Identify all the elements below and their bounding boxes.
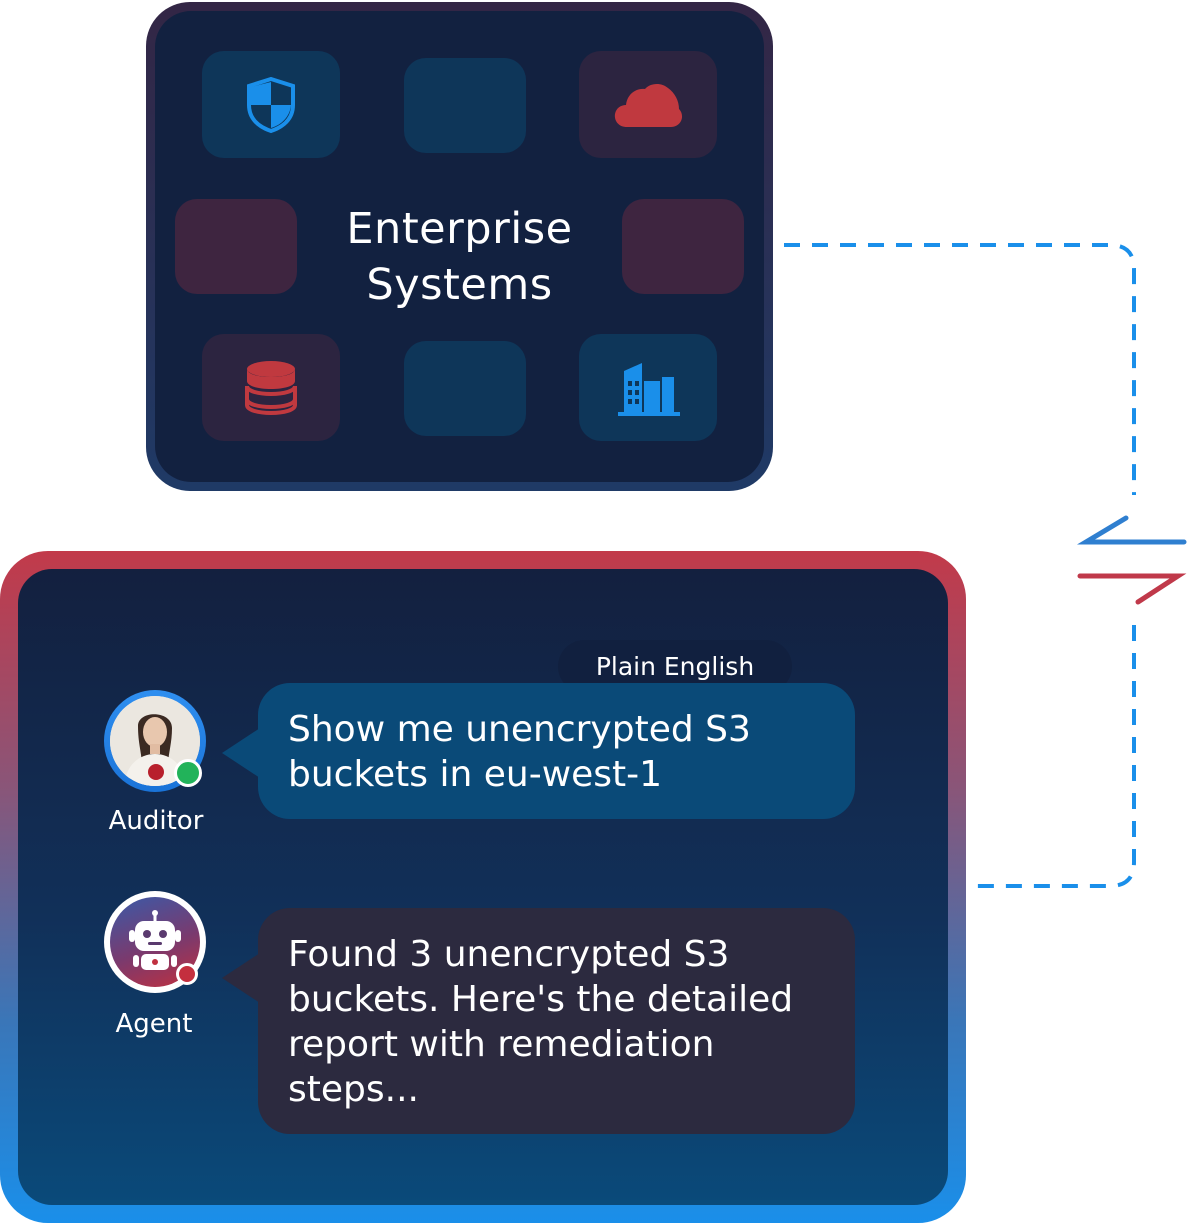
system-tile-blank-3[interactable] [622,199,744,294]
agent-bubble-tail [222,953,260,1003]
auditor-avatar[interactable] [104,690,206,792]
agent-avatar[interactable] [104,891,206,993]
cloud-icon [614,83,683,127]
auditor-label: Auditor [108,806,204,836]
security-tile[interactable] [202,51,340,158]
chat-panel: Plain English Show me unencrypted S3 buc… [18,569,948,1205]
cloud-tile[interactable] [579,51,717,158]
system-tile-blank-2[interactable] [175,199,297,294]
enterprise-systems-panel: Enterprise Systems [155,11,764,482]
auditor-message-bubble: Show me unencrypted S3 buckets in eu-wes… [258,683,855,819]
enterprise-systems-card: Enterprise Systems [146,2,773,491]
database-tile[interactable] [202,334,340,441]
building-icon [618,362,680,416]
sync-arrows-icon [1076,515,1187,605]
agent-message-bubble: Found 3 unencrypted S3 buckets. Here's t… [258,908,855,1134]
user-bubble-tail [222,728,260,778]
enterprise-systems-title: Enterprise Systems [155,201,764,313]
database-icon [245,360,297,415]
agent-robot-badge [110,897,200,987]
title-line-2: Systems [366,260,553,310]
system-tile-blank-4[interactable] [404,341,526,436]
shield-icon [247,76,295,133]
online-status-indicator [174,759,202,787]
robot-icon [129,910,181,970]
busy-status-indicator [176,963,198,985]
agent-label: Agent [115,1009,193,1039]
chat-card: Plain English Show me unencrypted S3 buc… [0,551,966,1223]
system-tile-blank-1[interactable] [404,58,526,153]
organization-tile[interactable] [579,334,717,441]
title-line-1: Enterprise [346,204,573,254]
